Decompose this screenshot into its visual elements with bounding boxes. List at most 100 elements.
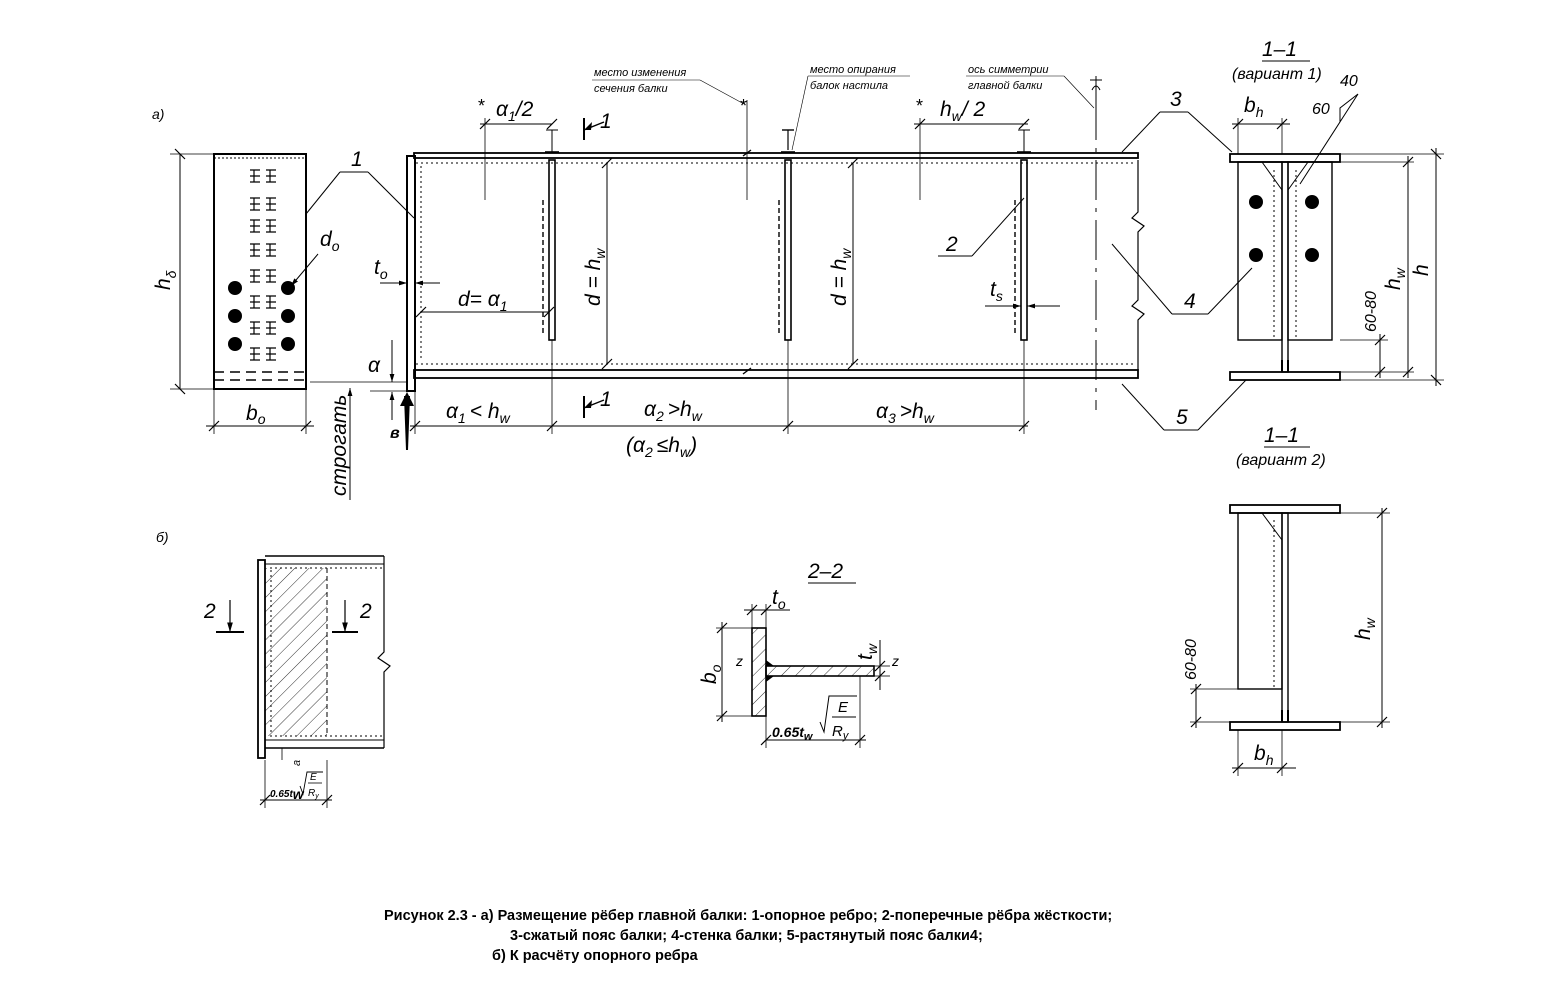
s22-z-right: z [891,653,899,669]
s11v1-range: 60-80 [1363,291,1380,332]
part-b-label: б) [156,529,169,545]
v-label: в [390,425,400,442]
callout-3: 3 [1170,88,1182,111]
callout-support-2: балок настила [810,80,888,92]
part-b-hatch [265,568,327,736]
s22-R: Ry [832,723,850,742]
s11v2-bh-label: bh [1254,742,1274,768]
d-o-label: do [320,228,340,254]
section-1-1-variant-1: 1–1 (вариант 1) bh 40 60 h [1229,38,1444,386]
s11v1-hw-label: hw [1382,267,1408,290]
bottom-flange [413,369,1139,379]
s11v1-h-label: h [1410,264,1433,276]
a1-lt-hw-label: α1< hw [446,400,511,426]
a3-gt-hw-label: α3>hw [876,400,935,426]
s11v1-title: 1–1 [1262,38,1297,61]
part-b-a: a [291,760,303,766]
s11v1-bh-label: bh [1244,94,1264,120]
s11v1-subtitle: (вариант 1) [1232,66,1322,83]
s11v2-hw-label: hw [1352,617,1378,640]
callout-change-section-1: место изменения [594,67,686,79]
part-b-mark-left: 2 [203,600,216,623]
part-b-E: E [310,772,317,783]
part-b-detail: б) 2 2 a 0.65tw E Ry [156,529,391,808]
s11v1-top-flange [1229,153,1341,163]
s22-formula: 0.65tw [772,724,814,743]
break-line [1131,160,1145,370]
part-b-formula: 0.65tw [270,786,305,802]
s11v1-bolts [1249,195,1319,262]
callout-axis-2: главной балки [968,80,1042,92]
star-change: * [740,96,747,116]
d-hw-label-1: d = hw [582,248,608,306]
section-1-1-variant-2: 1–1 (вариант 2) hw 60-80 bh [1183,424,1390,776]
h-delta-label: hδ [152,270,179,290]
a2-le-hw-label: (α2≤hw) [626,434,697,460]
callout-change-section-2: сечения балки [594,83,668,95]
s11v2-web [1281,512,1289,723]
stiffener-1 [542,129,559,341]
s22-title: 2–2 [807,560,843,583]
b-o-label: bo [246,402,266,427]
section-mark-top: 1 [600,110,612,133]
s11v2-subtitle: (вариант 2) [1236,452,1326,469]
s11v2-range: 60-80 [1183,639,1200,680]
stiffener-2 [778,129,795,341]
part-b-R: Ry [308,788,319,800]
s22-tw-label: tw [854,643,880,660]
a1-half-label: α1/2 [496,98,534,124]
section-mark-bottom: 1 [600,388,612,411]
symmetry-symbol [1090,76,1102,100]
s22-to-label: to [772,586,786,612]
s22-rib [751,627,767,717]
d-a1-label: d= α1 [458,288,508,314]
s11v1-web [1281,161,1289,373]
caption-line-2: 3-сжатый пояс балки; 4-стенка балки; 5-р… [510,928,983,944]
callout-support-1: место опирания [810,64,896,76]
s11v1-rib-right [1287,161,1333,341]
part-a-label: а) [152,106,164,122]
s22-E: E [838,699,849,716]
s22-z-left: z [735,653,743,669]
a2-gt-hw-label: α2>hw [644,398,703,424]
weld-40: 40 [1340,73,1358,90]
d-hw-label-2: d = hw [828,248,854,306]
s11v1-bottom-flange [1229,371,1341,381]
part-a-elevation: а) [152,64,1253,500]
support-arrow [400,392,414,450]
s22-bo-label: bo [698,664,724,684]
stiffener-3 [1014,129,1031,341]
s22-web [765,665,875,677]
planing-label: строгать [328,395,351,496]
t-o-label: to [374,256,388,282]
support-rib-detail: hδ bo do 1 [152,148,415,434]
part-b-rib [257,559,266,759]
s11v2-bottom-flange [1229,721,1341,731]
s11v1-rib-left [1237,161,1283,341]
weld-60: 60 [1312,101,1330,118]
s11v2-rib [1237,512,1283,690]
star-hw: * [916,96,923,116]
hw-half-label: hw/ 2 [940,98,985,124]
main-beam: * α1/2 1 * hw/ 2 * место изменения [310,64,1253,500]
callout-1: 1 [351,148,363,171]
part-b-mark-right: 2 [359,600,372,623]
caption-line-3: б) К расчёту опорного ребра [492,948,698,964]
weld-marks [250,169,276,361]
bolt-holes [228,281,295,351]
callout-4: 4 [1184,290,1196,313]
callout-axis-1: ось симметрии [968,64,1049,76]
section-2-2: 2–2 to bo tw z z 0.65tw [698,560,899,748]
alpha-label: α [368,354,381,377]
s11v2-top-flange [1229,504,1341,514]
support-rib [406,155,416,392]
star-a1: * [478,96,485,116]
support-plate [213,153,307,390]
t-s-label: ts [990,278,1003,304]
callout-2: 2 [945,233,958,256]
s11v2-title: 1–1 [1264,424,1299,447]
top-flange [413,152,1139,159]
callout-5: 5 [1176,406,1188,429]
caption-line-1: Рисунок 2.3 - а) Размещение рёбер главно… [384,908,1113,924]
